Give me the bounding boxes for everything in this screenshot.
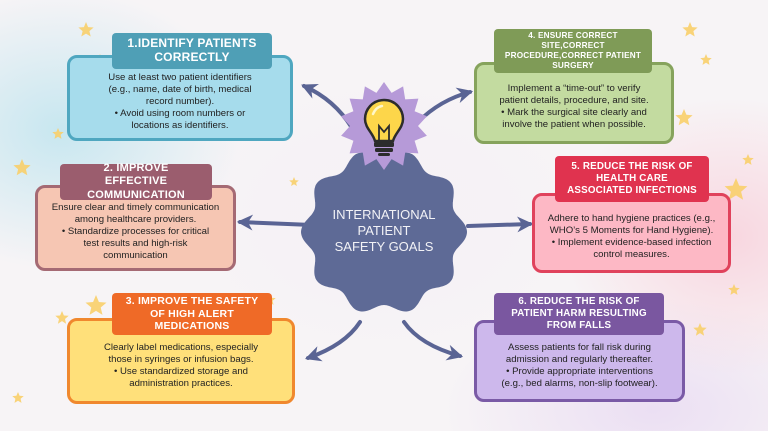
star-icon bbox=[289, 177, 299, 186]
star-icon bbox=[675, 109, 693, 126]
star-icon bbox=[682, 22, 698, 37]
star-icon bbox=[85, 295, 107, 315]
goal-6-line-3: • Provide appropriate interventions bbox=[506, 366, 653, 377]
goal-4-line-3: • Mark the surgical site clearly and bbox=[501, 107, 647, 118]
goal-5-card: Adhere to hand hygiene practices (e.g., … bbox=[532, 193, 731, 273]
goal-4-line-4: involve the patient when possible. bbox=[502, 118, 646, 130]
goal-2-line-1: Ensure clear and timely communication bbox=[51, 202, 220, 214]
star-icon bbox=[728, 284, 740, 295]
center-title-line-3: SAFETY GOALS bbox=[335, 239, 434, 254]
goal-3-line-1: Clearly label medications, especially bbox=[103, 342, 259, 354]
goal-2-title: 2. IMPROVE EFFECTIVE COMMUNICATION bbox=[60, 162, 212, 201]
goal-5-line-4: control measures. bbox=[593, 248, 670, 260]
goal-1-line-3: record number). bbox=[145, 96, 215, 107]
arrow-to-goal-6 bbox=[402, 320, 464, 361]
goal-4-line-2: patient details, procedure, and site. bbox=[499, 95, 649, 107]
goal-3-title: 3. IMPROVE THE SAFETY OF HIGH ALERT MEDI… bbox=[112, 293, 272, 335]
star-icon bbox=[12, 392, 24, 403]
goal-6-line-1: Assess patients for fall risk during bbox=[508, 342, 651, 354]
goal-2-line-4: test results and high-risk bbox=[83, 237, 188, 249]
goal-1-title: 1.IDENTIFY PATIENTS CORRECTLY bbox=[112, 33, 272, 69]
star-icon bbox=[693, 323, 707, 336]
goal-2-line-3: • Standardize processes for critical bbox=[61, 226, 210, 237]
star-icon bbox=[13, 159, 31, 176]
arrow-to-goal-3 bbox=[304, 320, 362, 362]
goal-1-line-1: Use at least two patient identifiers bbox=[108, 72, 252, 84]
star-icon bbox=[700, 54, 712, 65]
arrow-to-goal-5 bbox=[466, 216, 534, 233]
goal-1-line-5: locations as identifiers. bbox=[131, 119, 229, 131]
goal-3-line-4: administration practices. bbox=[129, 377, 233, 389]
goal-5-line-1: Adhere to hand hygiene practices (e.g., bbox=[547, 213, 716, 225]
goal-3-line-3: • Use standardized storage and bbox=[113, 366, 249, 377]
goal-2-line-2: among healthcare providers. bbox=[74, 214, 197, 226]
star-icon bbox=[724, 178, 748, 200]
goal-6-title: 6. REDUCE THE RISK OF PATIENT HARM RESUL… bbox=[494, 293, 664, 335]
center-title-line-2: PATIENT bbox=[358, 223, 411, 238]
goal-1-line-2: (e.g., name, date of birth, medical bbox=[108, 84, 252, 96]
star-icon bbox=[52, 128, 64, 139]
center-title-line-1: INTERNATIONAL bbox=[332, 207, 435, 222]
goal-5-title: 5. REDUCE THE RISK OF HEALTH CARE ASSOCI… bbox=[555, 156, 709, 202]
goal-5-line-3: • Implement evidence-based infection bbox=[551, 237, 712, 248]
goal-2-line-5: communication bbox=[103, 249, 168, 261]
goal-3-line-2: those in syringes or infusion bags. bbox=[108, 354, 254, 366]
goal-4-card: Implement a “time-out” to verify patient… bbox=[474, 62, 674, 144]
goal-4-line-1: Implement a “time-out” to verify bbox=[507, 83, 641, 95]
star-icon bbox=[55, 311, 69, 324]
goal-1-card: Use at least two patient identifiers (e.… bbox=[67, 55, 293, 141]
star-icon bbox=[78, 22, 94, 37]
goal-1-line-4: • Avoid using room numbers or bbox=[114, 107, 246, 119]
lightbulb-icon bbox=[363, 98, 405, 156]
goal-4-title: 4. ENSURE CORRECT SITE,CORRECT PROCEDURE… bbox=[494, 29, 652, 73]
center-badge bbox=[301, 152, 467, 312]
arrow-to-goal-2 bbox=[236, 214, 314, 231]
goal-6-line-4: (e.g., bed alarms, non-slip footwear). bbox=[501, 377, 658, 389]
goal-5-line-2: WHO’s 5 Moments for Hand Hygiene). bbox=[549, 225, 714, 237]
goal-6-line-2: admission and regularly thereafter. bbox=[505, 354, 654, 366]
star-icon bbox=[742, 154, 754, 165]
